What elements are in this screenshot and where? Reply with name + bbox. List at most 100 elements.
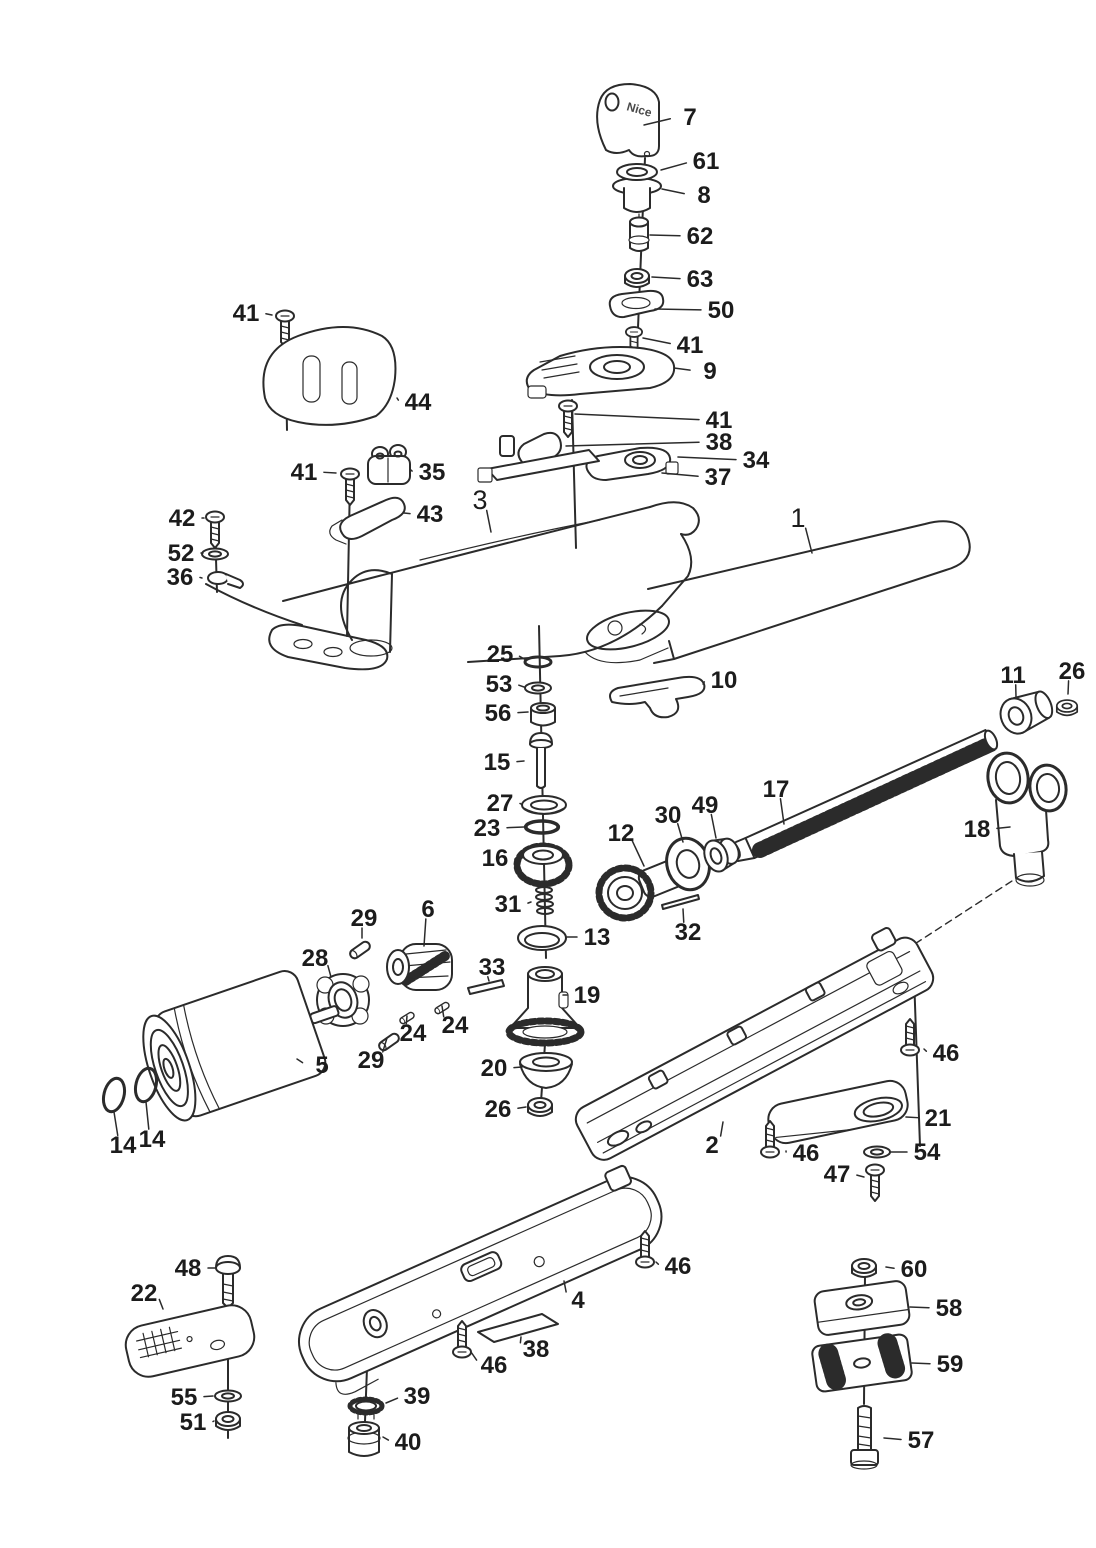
part-label-38: 38 [706, 429, 733, 456]
part-label-24: 24 [442, 1012, 469, 1039]
part-62-cylinder-art [628, 213, 650, 252]
part-label-41: 41 [706, 407, 733, 434]
part-16-gear-art [513, 842, 573, 888]
part-label-12: 12 [608, 820, 635, 847]
part-57-bolt-art [850, 1405, 879, 1470]
alignment-dashed-line [889, 867, 1033, 961]
leader-line-26 [1067, 680, 1070, 695]
part-label-46: 46 [933, 1040, 960, 1067]
part-label-49: 49 [692, 792, 719, 819]
leader-line-6 [423, 918, 427, 947]
leader-line-37 [661, 472, 699, 478]
part-20-cup-art [519, 1052, 573, 1089]
leader-line-22 [158, 1298, 164, 1310]
part-label-41: 41 [291, 459, 318, 486]
leader-line-28 [327, 964, 332, 978]
part-60-nut [851, 1258, 877, 1278]
part-label-41: 41 [677, 332, 704, 359]
part-36-fitting-art [207, 571, 244, 589]
part-3-housing-art [268, 501, 700, 671]
part-14-rings-art [101, 1066, 159, 1114]
part-label-11: 11 [1000, 662, 1025, 689]
leader-line-12 [631, 840, 645, 867]
part-label-14: 14 [139, 1126, 166, 1153]
part-15-pin-art [529, 732, 553, 789]
leader-line-60 [885, 1266, 895, 1270]
part-2-rail-art [574, 927, 935, 1161]
part-label-17: 17 [763, 776, 790, 803]
part-label-40: 40 [395, 1429, 422, 1456]
leader-line-63 [651, 276, 681, 280]
leader-line-17 [779, 797, 785, 825]
part-label-26: 26 [1059, 658, 1086, 685]
leader-line-8 [661, 188, 685, 195]
part-label-24: 24 [400, 1020, 427, 1047]
leader-line-44 [396, 397, 400, 401]
part-label-54: 54 [914, 1139, 941, 1166]
part-label-13: 13 [584, 924, 611, 951]
part-label-41: 41 [233, 300, 260, 327]
leader-line-27 [519, 802, 522, 805]
part-label-39: 39 [404, 1383, 431, 1410]
leader-line-25 [518, 655, 527, 661]
part-label-23: 23 [474, 815, 501, 842]
part-13-ring-art [517, 925, 567, 951]
part-label-35: 35 [419, 459, 446, 486]
leader-line-40 [382, 1436, 390, 1441]
part-label-58: 58 [936, 1295, 963, 1322]
part-29-pin-a [347, 939, 373, 961]
part-label-3: 3 [472, 485, 487, 515]
leader-line-14 [145, 1101, 150, 1130]
part-31-spring-art [535, 886, 554, 915]
part-17-leadscrew-art [729, 729, 999, 862]
leader-line-56 [517, 711, 529, 714]
part-44-cover-art [262, 326, 397, 426]
part-34-lever-art [585, 446, 679, 481]
leader-line-41 [265, 313, 273, 316]
part-9-arm-art [525, 346, 676, 399]
leader-line-46 [470, 1351, 478, 1361]
part-label-34: 34 [743, 447, 770, 474]
part-label-20: 20 [481, 1055, 508, 1082]
part-label-46: 46 [665, 1253, 692, 1280]
part-label-38: 38 [523, 1336, 550, 1363]
part-label-25: 25 [487, 641, 514, 668]
leader-line-24 [441, 1005, 445, 1018]
leader-line-2 [719, 1121, 724, 1137]
part-53-washer [524, 681, 552, 695]
part-37-bar-art [477, 449, 600, 483]
part-label-18: 18 [964, 816, 991, 843]
part-label-57: 57 [908, 1427, 935, 1454]
leader-line-18 [996, 826, 1011, 830]
leader-line-3 [485, 509, 492, 533]
part-18-end-fitting-art [986, 751, 1068, 887]
part-label-19: 19 [574, 982, 601, 1009]
part-51-nut [215, 1411, 241, 1431]
part-label-29: 29 [358, 1047, 385, 1074]
part-label-50: 50 [708, 297, 735, 324]
leader-line-5 [296, 1058, 304, 1064]
leader-line-58 [909, 1306, 930, 1309]
part-label-6: 6 [421, 896, 434, 923]
part-40-bushing-art [347, 1421, 381, 1457]
leader-line-32 [682, 908, 685, 923]
part-label-61: 61 [693, 148, 720, 175]
part-19-bevel-assembly-art [505, 966, 585, 1047]
part-42-screw [205, 510, 225, 549]
part-label-56: 56 [485, 700, 512, 727]
part-1-arm-art [647, 520, 971, 664]
part-35-clamp-art [367, 444, 411, 485]
part-label-4: 4 [571, 1287, 585, 1314]
part-label-15: 15 [484, 749, 511, 776]
part-38-plate-art [477, 1313, 559, 1343]
leader-line-46 [923, 1048, 928, 1052]
part-label-46: 46 [481, 1352, 508, 1379]
part-21-plate-art [767, 1079, 909, 1145]
leader-line-15 [516, 760, 525, 763]
part-label-55: 55 [171, 1384, 198, 1411]
part-50-cap-art [608, 289, 665, 319]
part-49-collar-art [703, 837, 740, 873]
leader-line-55 [203, 1395, 214, 1398]
leader-line-47 [856, 1174, 865, 1178]
